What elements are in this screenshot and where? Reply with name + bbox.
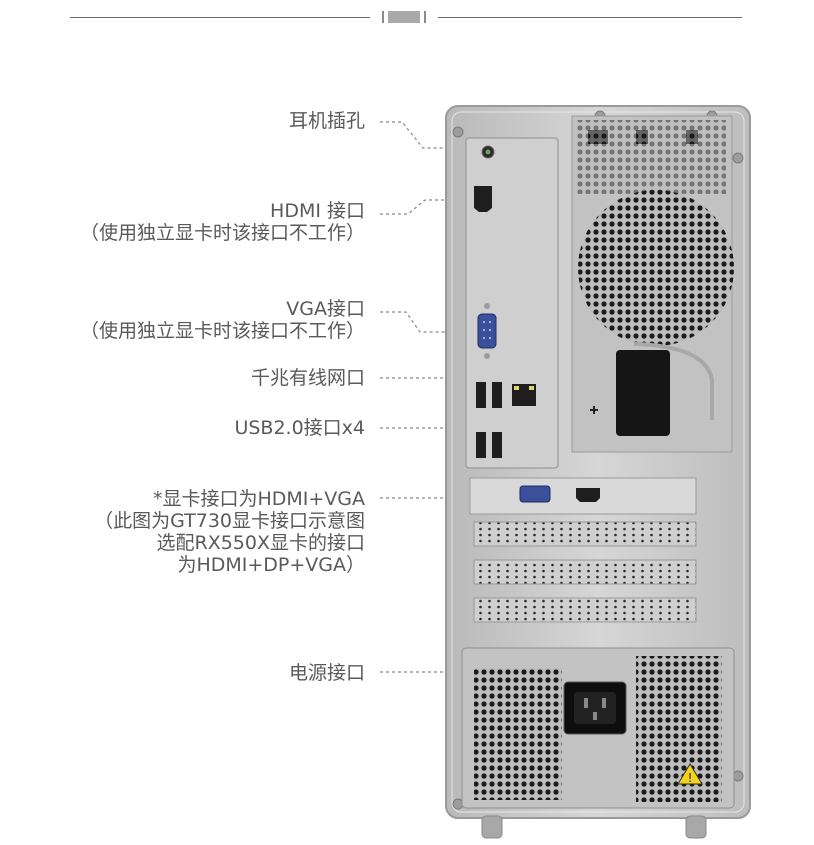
label-gpu: *显卡接口为HDMI+VGA （此图为GT730显卡接口示意图 选配RX550X… [94,488,365,576]
gpu-vga-port [519,485,551,503]
svg-text:!: ! [688,771,693,785]
warning-triangle-icon [677,763,703,785]
gpu-hdmi-port [576,488,600,502]
vga-port-icon [477,313,497,349]
label-usb: USB2.0接口x4 [234,417,365,439]
label-vga: VGA接口 （使用独立显卡时该接口不工作） [79,298,365,342]
label-ethernet: 千兆有线网口 [250,367,365,389]
expansion-slot-covers [473,521,697,623]
label-power: 电源接口 [288,662,365,684]
label-hdmi: HDMI 接口 （使用独立显卡时该接口不工作） [79,200,365,244]
usb-port-icon [476,382,502,458]
top-divider-mark [382,11,426,23]
hdmi-port-icon [474,186,492,212]
leader-headphone [380,121,476,149]
foot-right [685,815,707,839]
leader-vga [380,311,468,333]
top-divider-left [70,17,370,18]
fan-grille-icon [578,190,734,346]
foot-left [481,815,503,839]
label-headphone: 耳机插孔 [288,110,365,132]
pc-tower-rear: ! [445,105,751,839]
top-divider-right [438,17,742,18]
kensington-bracket [616,350,670,436]
